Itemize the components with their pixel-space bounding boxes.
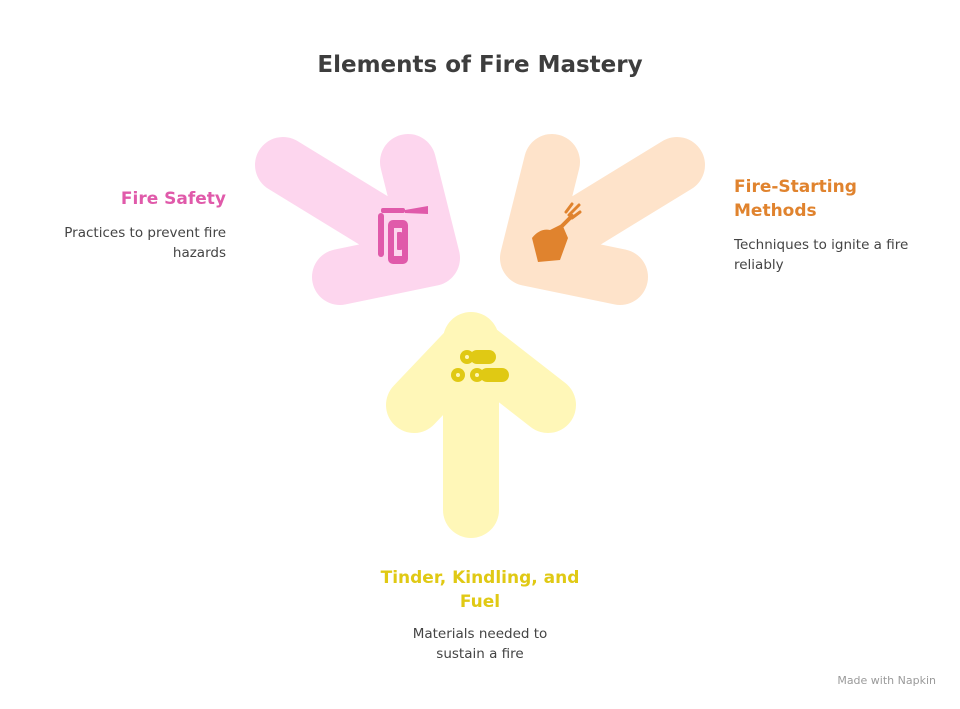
fire-safety-arrow bbox=[255, 134, 460, 305]
made-with-napkin-footer[interactable]: Made with Napkin bbox=[837, 674, 936, 687]
fire-safety-block: Fire Safety Practices to prevent fire ha… bbox=[26, 187, 226, 263]
materials-block: Tinder, Kindling, and Fuel Materials nee… bbox=[380, 566, 580, 664]
materials-arrow bbox=[386, 312, 576, 538]
hand-with-torch-icon bbox=[532, 202, 582, 262]
fire-starting-block: Fire-Starting Methods Techniques to igni… bbox=[734, 175, 909, 275]
fire-extinguisher-icon bbox=[378, 206, 428, 264]
fire-safety-description: Practices to prevent fire hazards bbox=[64, 225, 226, 261]
materials-description: Materials needed to sustain a fire bbox=[412, 626, 548, 662]
fire-safety-title: Fire Safety bbox=[120, 189, 226, 209]
fire-starting-description: Techniques to ignite a fire reliably bbox=[734, 237, 909, 273]
materials-title: Tinder, Kindling, and Fuel bbox=[380, 568, 580, 612]
fire-starting-title: Fire-Starting Methods bbox=[734, 177, 857, 221]
logs-icon bbox=[451, 350, 509, 382]
page-title: Elements of Fire Mastery bbox=[317, 52, 643, 78]
